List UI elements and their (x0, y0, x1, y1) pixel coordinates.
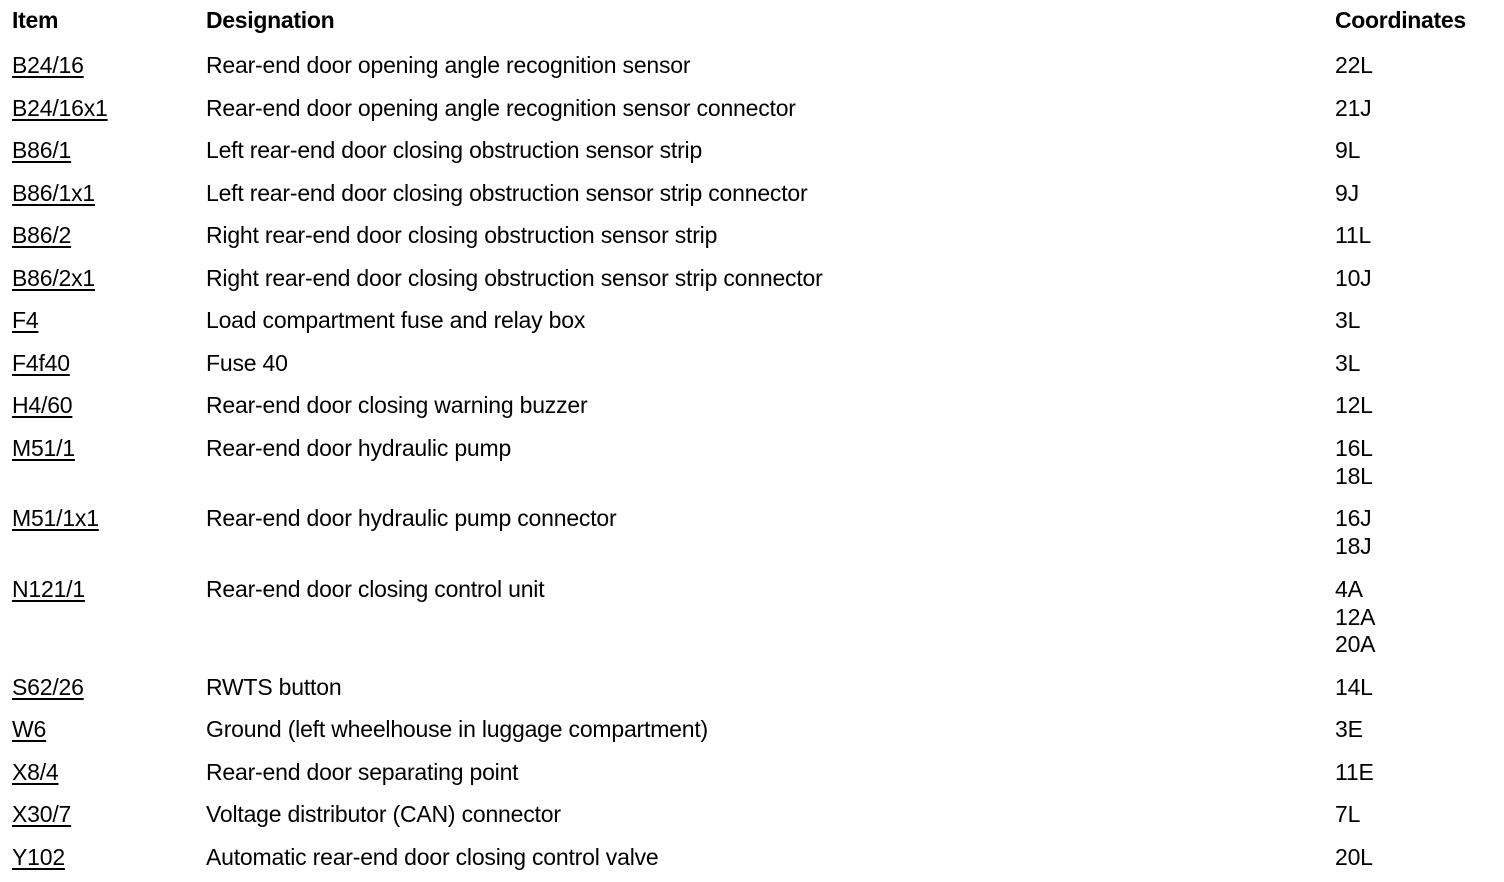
coordinates-cell: 3L (1335, 350, 1360, 378)
designation-text: Voltage distributor (CAN) connector (206, 801, 561, 827)
designation-text: Left rear-end door closing obstruction s… (206, 137, 703, 163)
designation-text: RWTS button (206, 674, 342, 700)
coordinates-cell: 3E (1335, 716, 1363, 744)
coordinates-cell: 10J (1335, 265, 1372, 293)
coordinate-value: 3L (1335, 307, 1361, 333)
designation-text: Rear-end door hydraulic pump (206, 435, 512, 461)
designation-text: Rear-end door opening angle recognition … (206, 95, 796, 121)
coordinates-cell: 20L (1335, 844, 1373, 872)
coordinate-value: 9L (1335, 137, 1361, 163)
header-designation: Designation (206, 7, 335, 33)
coordinate-value: 11L (1335, 222, 1372, 248)
coordinates-cell: 11E (1335, 759, 1374, 787)
coordinate-value: 4A (1335, 576, 1363, 602)
coordinate-value: 9J (1335, 180, 1359, 206)
designation-text: Left rear-end door closing obstruction s… (206, 180, 808, 206)
item-link[interactable]: F4f40 (12, 350, 70, 376)
coordinates-cell: 11L (1335, 222, 1371, 250)
item-link[interactable]: B86/2x1 (12, 265, 95, 291)
coordinate-value: 12L (1335, 392, 1373, 418)
coordinates-cell: 22L (1335, 52, 1373, 80)
item-link[interactable]: N121/1 (12, 576, 85, 602)
designation-text: Ground (left wheelhouse in luggage compa… (206, 716, 709, 742)
coordinate-value: 20L (1335, 844, 1373, 870)
designation-text: Right rear-end door closing obstruction … (206, 265, 823, 291)
item-link[interactable]: M51/1 (12, 435, 75, 461)
designation-text: Fuse 40 (206, 350, 288, 376)
header-item: Item (12, 7, 59, 33)
coordinate-value: 20A (1335, 631, 1376, 657)
item-link[interactable]: B86/1x1 (12, 180, 95, 206)
coordinates-cell: 7L (1335, 801, 1360, 829)
coordinates-cell: 3L (1335, 307, 1360, 335)
coordinates-cell: 9L (1335, 137, 1360, 165)
designation-text: Rear-end door opening angle recognition … (206, 52, 691, 78)
coordinates-cell: 12L (1335, 392, 1373, 420)
designation-text: Rear-end door closing warning buzzer (206, 392, 588, 418)
header-coordinates: Coordinates (1335, 7, 1466, 33)
designation-text: Right rear-end door closing obstruction … (206, 222, 718, 248)
designation-text: Rear-end door hydraulic pump connector (206, 505, 617, 531)
coordinate-value: 10J (1335, 265, 1372, 291)
coordinate-value: 11E (1335, 759, 1374, 785)
item-link[interactable]: B86/2 (12, 222, 72, 248)
item-link[interactable]: B24/16x1 (12, 95, 108, 121)
item-link[interactable]: B86/1 (12, 137, 72, 163)
coordinate-value: 14L (1335, 674, 1373, 700)
designation-text: Rear-end door closing control unit (206, 576, 545, 602)
coordinate-value: 22L (1335, 52, 1373, 78)
item-link[interactable]: W6 (12, 716, 47, 742)
item-link[interactable]: H4/60 (12, 392, 73, 418)
item-link[interactable]: Y102 (12, 844, 65, 870)
designation-text: Load compartment fuse and relay box (206, 307, 586, 333)
item-link[interactable]: X30/7 (12, 801, 72, 827)
table-header: Item Designation Coordinates (0, 7, 1504, 41)
item-link[interactable]: M51/1x1 (12, 505, 99, 531)
item-link[interactable]: X8/4 (12, 759, 59, 785)
coordinate-value: 12A (1335, 603, 1376, 630)
item-link[interactable]: S62/26 (12, 674, 84, 700)
designation-text: Automatic rear-end door closing control … (206, 844, 659, 870)
coordinate-value: 7L (1335, 801, 1361, 827)
coordinate-value: 3E (1335, 716, 1363, 742)
coordinate-value: 18L (1335, 462, 1373, 489)
coordinate-value: 3L (1335, 350, 1361, 376)
coordinate-value: 18J (1335, 532, 1372, 559)
coordinates-cell: 21J (1335, 95, 1372, 123)
coordinate-value: 16J (1335, 505, 1372, 531)
coordinates-cell: 9J (1335, 180, 1359, 208)
item-link[interactable]: B24/16 (12, 52, 84, 78)
coordinates-cell: 14L (1335, 674, 1373, 702)
item-link[interactable]: F4 (12, 307, 39, 333)
designation-text: Rear-end door separating point (206, 759, 519, 785)
coordinate-value: 21J (1335, 95, 1372, 121)
coordinate-value: 16L (1335, 435, 1373, 461)
